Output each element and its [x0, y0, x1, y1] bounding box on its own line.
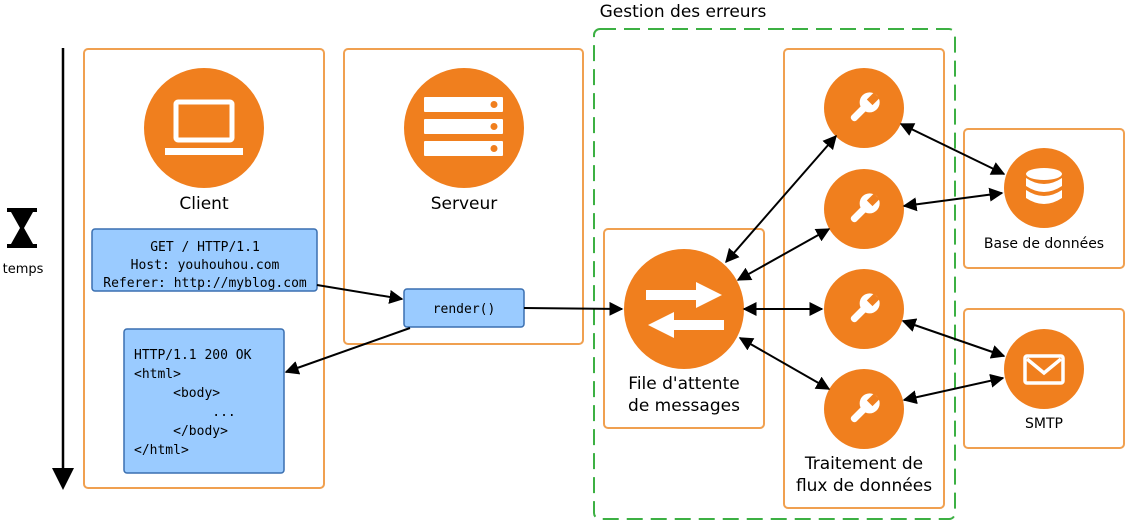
wrench-icon — [850, 393, 880, 423]
worker1-database-arrow — [899, 123, 1006, 175]
response-line: </body> — [134, 424, 228, 439]
wrench-icon — [850, 92, 880, 122]
envelope-icon — [1023, 354, 1065, 385]
queue-worker2-arrow — [736, 228, 831, 281]
server-rack-icon — [424, 97, 503, 156]
worker-node — [824, 369, 904, 449]
client-label: Client — [179, 194, 229, 214]
stream-label-line1: Traitement de — [804, 454, 923, 474]
worker-node — [824, 269, 904, 349]
render-to-response-arrow — [284, 327, 411, 375]
render-to-queue-arrow — [523, 301, 624, 316]
laptop-icon — [165, 99, 243, 155]
queue-icon-circle — [624, 249, 744, 369]
client-icon-circle — [144, 68, 264, 188]
client-panel: Client GET / HTTP/1.1 Host: youhouhou.co… — [83, 48, 325, 489]
stream-processing-panel: Traitement de flux de données — [783, 48, 945, 509]
time-axis: temps — [3, 48, 74, 490]
smtp-icon-circle — [1004, 329, 1084, 409]
response-line: HTTP/1.1 200 OK — [134, 348, 252, 363]
error-handling-label: Gestion des erreurs — [600, 2, 767, 22]
smtp-panel: SMTP — [963, 308, 1125, 449]
error-handling-group — [593, 28, 956, 520]
worker4-smtp-arrow — [902, 373, 1005, 405]
queue-worker4-arrow — [738, 337, 831, 390]
queue-label-line1: File d'attente — [628, 374, 739, 394]
response-line: ... — [134, 405, 236, 420]
request-line: Referer: http://myblog.com — [103, 276, 307, 291]
render-call-box: render() — [403, 288, 525, 328]
exchange-arrows-icon — [646, 282, 724, 338]
connector-arrows — [284, 123, 1006, 405]
worker-node — [824, 169, 904, 249]
hourglass-icon — [7, 208, 37, 248]
http-request-box: GET / HTTP/1.1 Host: youhouhou.com Refer… — [91, 228, 318, 292]
queue-worker1-arrow — [725, 134, 837, 264]
response-line: <html> — [134, 367, 181, 382]
request-line: GET / HTTP/1.1 — [150, 240, 260, 255]
http-response-box: HTTP/1.1 200 OK <html> <body> ... </body… — [123, 328, 285, 474]
queue-label-line2: de messages — [628, 396, 740, 416]
render-label: render() — [433, 302, 496, 317]
server-panel: Serveur — [343, 48, 584, 345]
request-to-render-arrow — [316, 284, 404, 304]
stream-label-line2: flux de données — [796, 476, 932, 496]
response-line: </html> — [134, 443, 189, 458]
database-panel: Base de données — [963, 128, 1125, 269]
server-label: Serveur — [431, 194, 498, 214]
database-icon — [1026, 168, 1062, 204]
wrench-icon — [850, 193, 880, 223]
message-queue-panel: File d'attente de messages — [603, 228, 765, 429]
response-line: <body> — [134, 386, 220, 401]
request-line: Host: youhouhou.com — [131, 258, 280, 273]
worker-node — [824, 68, 904, 148]
database-label: Base de données — [984, 236, 1104, 252]
time-axis-label: temps — [3, 262, 44, 277]
worker2-database-arrow — [902, 187, 1004, 212]
smtp-label: SMTP — [1025, 416, 1063, 432]
wrench-icon — [850, 293, 880, 323]
worker3-smtp-arrow — [901, 318, 1006, 359]
